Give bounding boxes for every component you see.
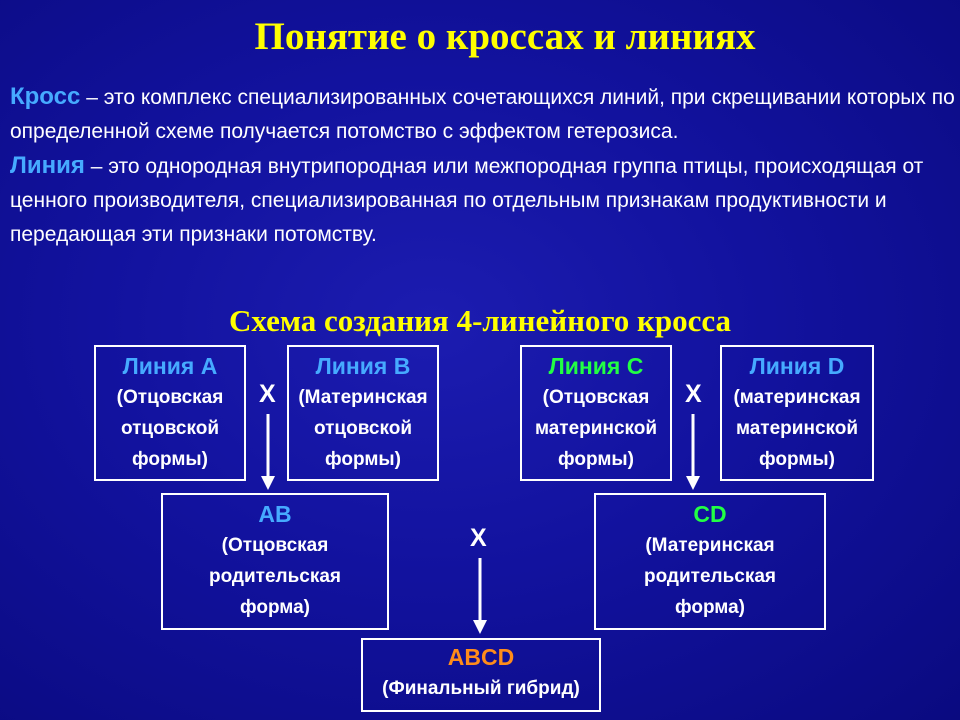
cross-symbol-cd: Х [685, 380, 702, 408]
node-line-c: Линия С (Отцовская материнской формы) [520, 345, 672, 481]
arrow-to-abcd-head [473, 620, 487, 634]
arrow-to-ab-head [261, 476, 275, 490]
node-line-d-desc: (материнская материнской формы) [733, 387, 861, 470]
node-abcd-name: ABCD [447, 644, 515, 670]
node-line-a-desc: (Отцовская отцовской формы) [116, 387, 224, 470]
node-ab-name: АВ [258, 501, 292, 527]
definition-line-text: – это однородная внутрипородная или межп… [10, 155, 924, 246]
term-cross: Кросс [10, 83, 81, 110]
node-ab-desc: (Отцовская родительская форма) [208, 535, 342, 618]
term-line: Линия [10, 152, 85, 179]
node-line-c-name: Линия С [548, 353, 644, 379]
node-line-c-desc: (Отцовская материнской формы) [534, 387, 658, 470]
definition-cross-text: – это комплекс специализированных сочета… [10, 86, 955, 143]
node-abcd: ABCD (Финальный гибрид) [361, 638, 601, 712]
node-line-b-name: Линия В [315, 353, 411, 379]
node-ab: АВ (Отцовская родительская форма) [161, 493, 389, 630]
node-line-d-name: Линия D [749, 353, 845, 379]
definitions: Кросс – это комплекс специализированных … [10, 80, 955, 252]
node-line-a-name: Линия А [122, 353, 218, 379]
node-line-d: Линия D (материнская материнской формы) [720, 345, 874, 481]
scheme-title: Схема создания 4-линейного кросса [228, 303, 732, 338]
cross-symbol-ab: Х [259, 380, 276, 408]
node-line-b: Линия В (Материнская отцовской формы) [287, 345, 439, 481]
node-cd-name: CD [693, 501, 727, 527]
node-line-a: Линия А (Отцовская отцовской формы) [94, 345, 246, 481]
node-cd: CD (Материнская родительская форма) [594, 493, 826, 630]
node-line-b-desc: (Материнская отцовской формы) [298, 387, 428, 470]
definition-line: Линия – это однородная внутрипородная ил… [10, 149, 955, 252]
page-title: Понятие о кроссах и линиях [254, 15, 756, 58]
arrow-to-cd-head [686, 476, 700, 490]
node-cd-desc: (Материнская родительская форма) [643, 535, 777, 618]
node-abcd-desc: (Финальный гибрид) [382, 678, 580, 699]
cross-symbol-final: Х [470, 524, 487, 552]
definition-cross: Кросс – это комплекс специализированных … [10, 80, 955, 149]
